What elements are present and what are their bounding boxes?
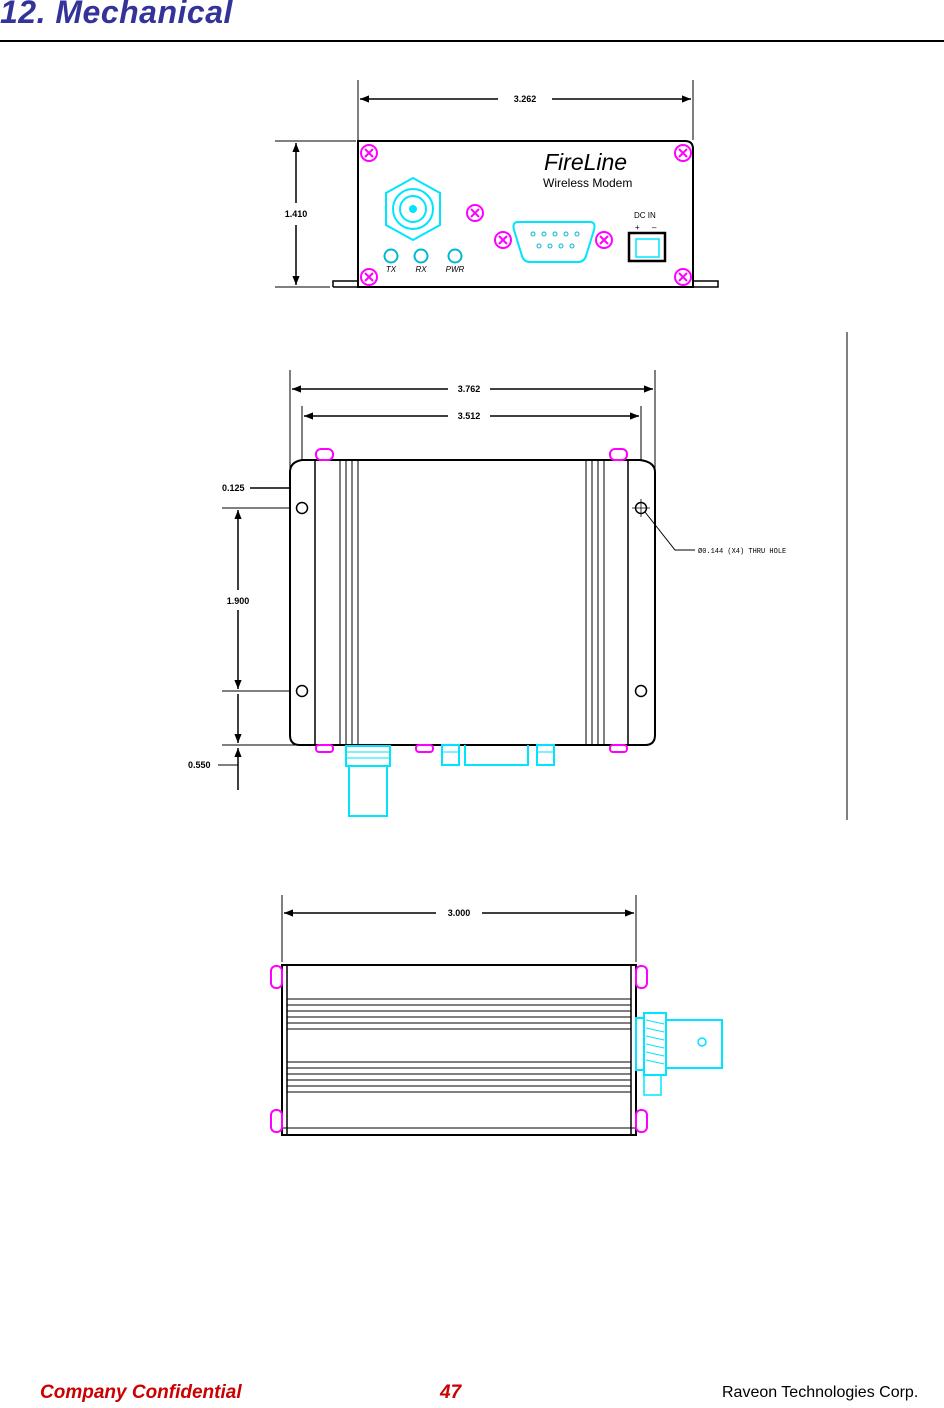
dc-plus-label: + — [635, 223, 640, 232]
hole-spacing-width-dim: 3.512 — [458, 411, 481, 421]
hole-note: Ø0.144 (X4) THRU HOLE — [698, 547, 786, 556]
led-label-rx: RX — [415, 265, 427, 274]
side-tnc-connector — [635, 1012, 723, 1096]
footer-confidential: Company Confidential — [40, 1382, 242, 1403]
dc-minus-label: – — [652, 223, 657, 232]
front-view: 3.262 1.410 TX RX PWR — [275, 80, 719, 288]
brand-subtitle: Wireless Modem — [543, 176, 632, 190]
footer-page-number: 47 — [440, 1382, 462, 1403]
front-width-dim: 3.262 — [514, 94, 537, 104]
mechanical-drawing: 3.262 1.410 TX RX PWR — [188, 80, 848, 1136]
hole-spacing-height-dim: 1.900 — [227, 596, 250, 606]
overall-width-dim: 3.762 — [458, 384, 481, 394]
led-label-pwr: PWR — [446, 265, 465, 274]
side-length-dim: 3.000 — [448, 908, 471, 918]
section-title: 12. Mechanical — [0, 0, 233, 30]
side-view: 3.000 — [270, 895, 723, 1136]
tnc-connector — [385, 176, 441, 242]
title-rule — [0, 40, 944, 42]
footer-company: Raveon Technologies Corp. — [722, 1384, 919, 1401]
led-label-tx: TX — [386, 265, 397, 274]
dc-in-label: DC IN — [634, 211, 656, 220]
db9-connector — [494, 221, 613, 263]
flange-depth-dim: 0.550 — [188, 760, 211, 770]
top-view: 3.762 3.512 0.125 1.900 0.550 — [188, 332, 848, 820]
front-height-dim: 1.410 — [285, 209, 308, 219]
brand-name: FireLine — [544, 149, 627, 175]
edge-offset-dim: 0.125 — [222, 483, 245, 493]
